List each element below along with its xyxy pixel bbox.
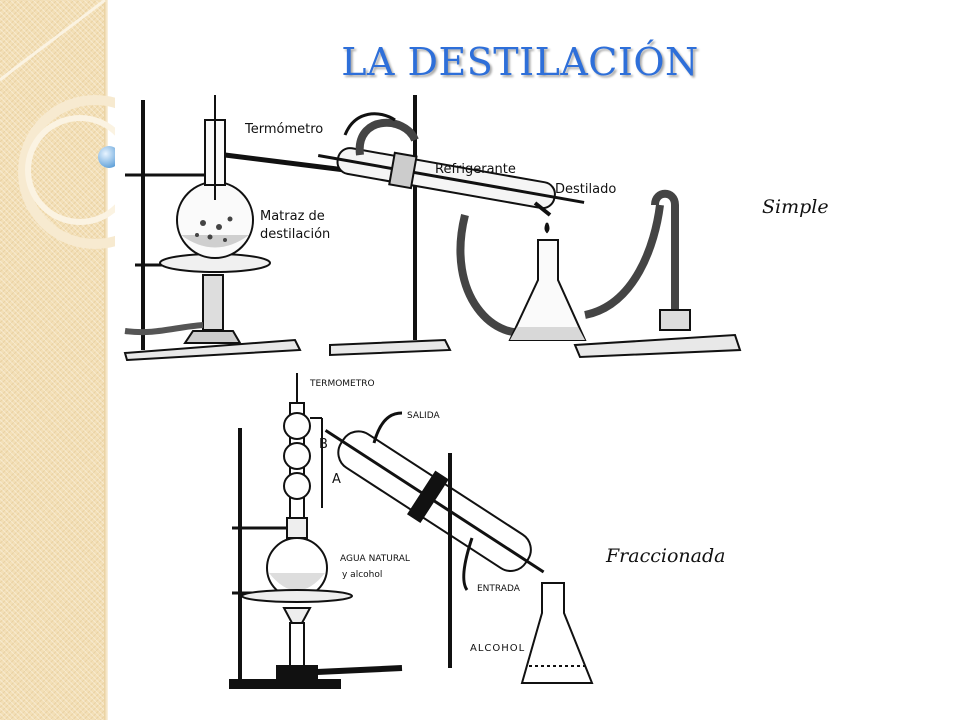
outlet-tube — [372, 411, 403, 444]
stand-base-right — [573, 333, 742, 359]
gas-hose — [316, 665, 403, 675]
label-flask-line2: destilación — [260, 227, 330, 242]
label-thermometer: TERMOMETRO — [309, 379, 375, 389]
boiling-chips — [195, 216, 233, 242]
burner — [289, 622, 305, 669]
caption-fractional: Fraccionada — [606, 545, 726, 567]
side-arm — [224, 152, 346, 173]
stand-base-mid — [329, 338, 452, 357]
label-outlet: SALIDA — [407, 411, 440, 421]
receiving-flask — [508, 239, 587, 341]
slide-title: LA DESTILACIÓN — [341, 40, 699, 84]
condenser — [317, 147, 585, 210]
sidebar-edge — [104, 0, 108, 720]
label-thermometer: Termómetro — [244, 122, 323, 137]
label-column-b: B — [319, 437, 328, 452]
burner — [202, 274, 224, 331]
vacuum-hose — [584, 204, 664, 319]
distillate-drop — [544, 222, 550, 234]
adapter — [533, 201, 552, 217]
label-distillate: Destilado — [555, 182, 616, 197]
caption-simple: Simple — [762, 196, 829, 218]
condenser — [324, 429, 545, 574]
label-inlet: ENTRADA — [477, 584, 521, 594]
water-hose-out — [355, 118, 419, 156]
flow-arrow — [343, 112, 396, 136]
simple-distillation-diagram: Termómetro Refrigerante Matraz de destil… — [115, 95, 742, 365]
stand-base-left — [123, 338, 302, 362]
label-product: ALCOHOL — [470, 643, 525, 654]
stand-base — [229, 679, 341, 689]
label-flask-line1: Matraz de — [260, 209, 325, 224]
fractionating-column — [283, 402, 323, 524]
gas-hose — [124, 322, 204, 336]
label-condenser: Refrigerante — [435, 162, 516, 177]
fractional-distillation-diagram: TERMOMETRO SALIDA B A AGUA NATURAL y alc… — [222, 368, 594, 693]
inlet-tube — [462, 537, 474, 591]
label-column-a: A — [332, 472, 341, 487]
receiving-flask — [520, 582, 594, 684]
label-water-line1: AGUA NATURAL — [340, 554, 410, 564]
heating-plate — [241, 589, 353, 603]
label-water-line2: y alcohol — [342, 570, 382, 580]
decorative-dot — [98, 146, 120, 168]
